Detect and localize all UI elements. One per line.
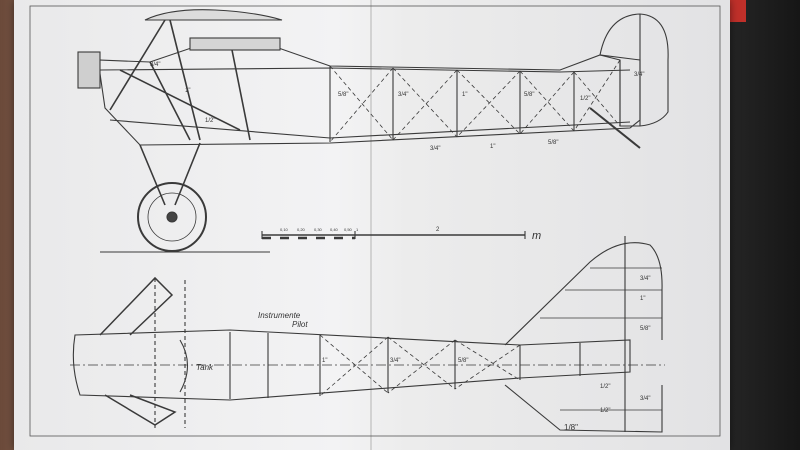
stabilizer-lower xyxy=(504,384,663,433)
cabane-struts xyxy=(109,19,251,141)
scale-tick-label: 0,20 xyxy=(297,227,306,232)
page-fold xyxy=(370,0,372,450)
scale-tick-label: 1 xyxy=(356,227,359,232)
dim-label: 3/4" xyxy=(640,276,650,282)
dim-label: 5/8" xyxy=(640,326,650,332)
top-view xyxy=(70,236,665,433)
dim-label: 1" xyxy=(640,296,645,302)
wing-cabane-plan xyxy=(99,276,177,426)
label-instruments: Instrumente xyxy=(258,311,301,320)
page-border xyxy=(29,5,721,437)
dim-label: 1/2" xyxy=(205,118,215,124)
dim-label: 3/4" xyxy=(640,396,650,402)
dim-label: 5/8" xyxy=(338,92,348,98)
dim-label: 1/2" xyxy=(580,96,590,102)
side-dimension-labels: 3/4" 1" 1/2" 5/8" 3/4" 1" 5/8" 1/2" 3/4"… xyxy=(150,62,644,152)
scale-mid-label: 2 xyxy=(436,227,440,233)
scale-tick-label: 0,50 xyxy=(344,227,353,232)
dim-label: 3/4" xyxy=(634,72,644,78)
dim-label: 5/8" xyxy=(548,140,558,146)
dim-label: 1" xyxy=(462,92,467,98)
dim-label: 3/4" xyxy=(150,62,160,68)
landing-gear xyxy=(139,142,201,206)
dim-label: 3/4" xyxy=(390,358,400,364)
dim-label: 5/8" xyxy=(524,92,534,98)
scale-unit-label: m xyxy=(532,230,541,242)
scale-tick-label: 0,30 xyxy=(314,227,323,232)
wheel-hub xyxy=(166,211,178,223)
upper-wing xyxy=(144,9,283,21)
dim-label: 3/4" xyxy=(398,92,408,98)
frame-verticals xyxy=(329,60,621,142)
wheel xyxy=(137,182,207,252)
dim-label: 1/2" xyxy=(600,408,610,414)
corner-dimension-label: 1/8" xyxy=(564,423,578,432)
engine-block xyxy=(77,51,101,89)
dim-label: 1" xyxy=(185,88,190,94)
stabilizer-upper xyxy=(504,242,663,346)
gun-mount xyxy=(189,37,281,51)
tail-fin xyxy=(599,13,669,127)
dim-label: 5/8" xyxy=(458,358,468,364)
tail-skid xyxy=(589,107,641,149)
side-view xyxy=(77,9,669,253)
fuselage-plan xyxy=(72,329,631,401)
wheel-inner xyxy=(147,192,197,242)
dim-label: 3/4" xyxy=(430,146,440,152)
bracing-dashed xyxy=(329,59,621,143)
scale-minor-labels: 0,10 0,20 0,30 0,40 0,50 1 xyxy=(280,227,359,232)
longeron-top xyxy=(99,67,631,73)
top-dimension-labels: 1" 3/4" 5/8" 1/2" 3/4" 1" 5/8" 3/4" 1/2" xyxy=(322,276,650,414)
scale-tick-label: 0,10 xyxy=(280,227,289,232)
dim-label: 1" xyxy=(322,358,327,364)
wheel-plan xyxy=(179,339,189,393)
plan-frames xyxy=(229,332,581,399)
dim-label: 1" xyxy=(490,144,495,150)
dim-label: 1/2" xyxy=(600,384,610,390)
scale-bar xyxy=(261,231,526,240)
scale-tick-label: 0,40 xyxy=(330,227,339,232)
label-tank: Tank xyxy=(196,363,214,372)
label-pilot: Pilot xyxy=(292,320,308,329)
plan-bracing xyxy=(319,334,521,397)
stabilizer-ribs xyxy=(540,267,662,411)
